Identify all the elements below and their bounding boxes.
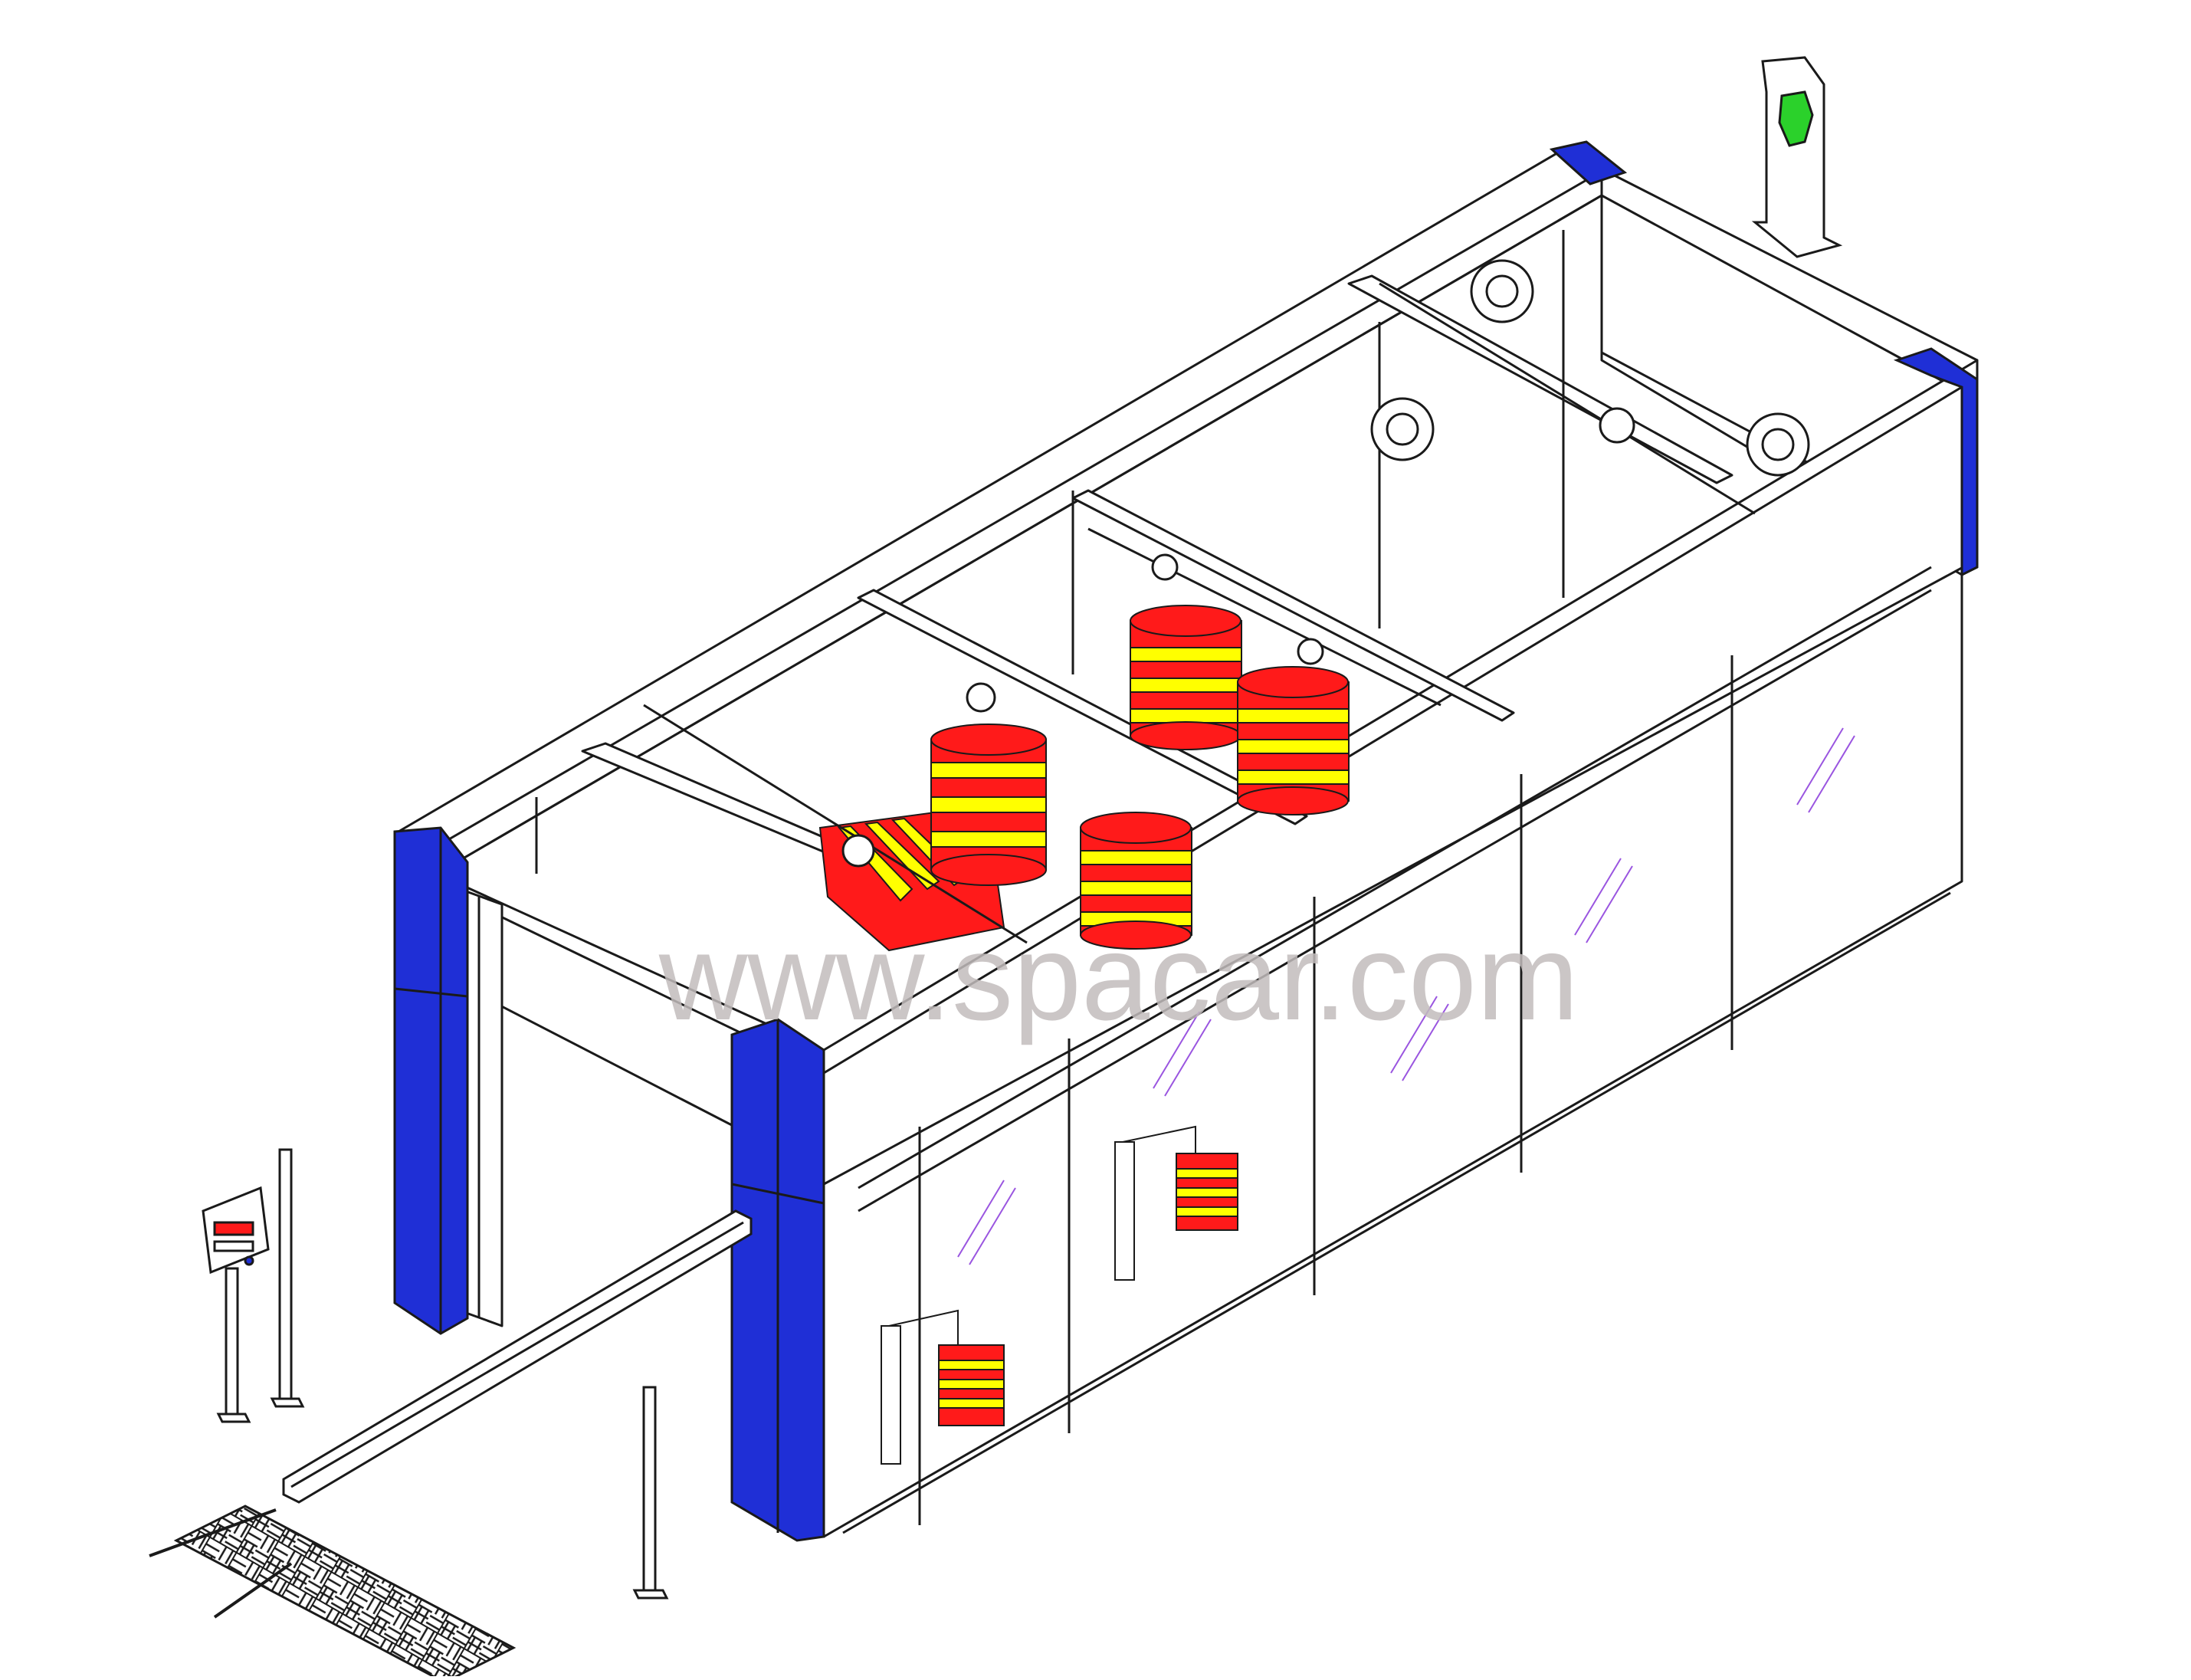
brush-icon [930, 724, 1047, 886]
brush-icon [881, 1309, 1005, 1465]
brush-icon [1237, 666, 1350, 815]
blue-corner-caps [393, 140, 1979, 1542]
traffic-signal [1751, 56, 1843, 258]
control-box [202, 1148, 305, 1423]
entry-mat [149, 1504, 517, 1680]
side-brushes [881, 1125, 1238, 1465]
control-panel-icon [202, 1186, 270, 1275]
grid-mat-icon [173, 1504, 517, 1680]
watermark: www.spacar.com [658, 908, 1579, 1045]
brush-icon [1114, 1125, 1238, 1281]
glass-wall [858, 566, 1932, 1525]
brush-icon [1130, 605, 1242, 750]
drive-shafts [643, 259, 1810, 944]
signal-post-icon [1751, 56, 1843, 258]
brush-icon [1080, 812, 1192, 950]
top-brushes [818, 605, 1350, 952]
guide-rail [282, 1209, 753, 1504]
rail-icon [282, 1209, 753, 1504]
sign-post [632, 1386, 669, 1600]
